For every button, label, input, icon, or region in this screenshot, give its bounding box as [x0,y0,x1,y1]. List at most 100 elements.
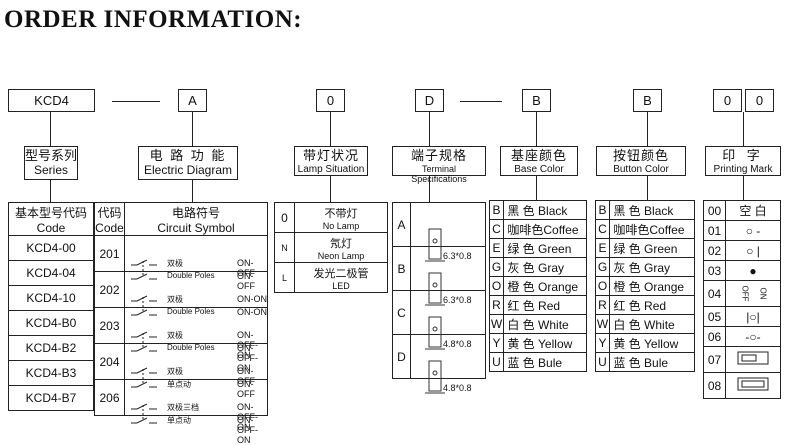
electric-header: 电 路 功 能 Electric Diagram [138,146,238,180]
color-code: Y [595,333,610,353]
connector-line [647,176,648,200]
series-item: KCD4-B2 [8,335,94,361]
color-row: 黑 色 Black [609,200,695,220]
switch-symbol-icon [131,331,157,351]
color-row: 咖啡色Coffee [503,219,587,239]
series-table: 基本型号代码 Code KCD4-00 KCD4-04 KCD4-10 KCD4… [8,202,94,411]
color-code: G [489,257,504,277]
color-row: 咖啡色Coffee [609,219,695,239]
terminal-spec: 4.8*0.8 [443,338,472,349]
terminal-header: 端子规格 Terminal Specifications [392,146,486,184]
electric-row: 双极 Double Poles ON-OFF ON-OFF [124,235,268,291]
connector-line [536,112,537,146]
print-mark: -○- [725,326,781,347]
terminal-drawing-icon [425,272,445,305]
lamp-code: N [274,232,295,263]
terminal-drawing-icon [425,360,445,393]
dash-connector [460,101,502,102]
terminal-code: A [392,202,411,247]
pole-label: Double Poles [167,270,215,280]
color-row: 白 色 White [609,314,695,334]
terminal-drawing-icon [425,316,445,349]
button-color-header: 按钮颜色 Button Color [596,146,686,176]
connector-line [536,176,537,200]
code-box-electric: A [178,89,207,112]
print-code: 07 [703,346,726,373]
code-box-series: KCD4 [8,89,95,112]
color-code: W [489,314,504,334]
connector-line [647,112,648,146]
electric-row: 双极三档 单点动 ON-OFF-ON ON-OFF-ON [124,379,268,445]
color-code: R [595,295,610,315]
color-code: C [489,219,504,239]
connector-line [330,112,331,146]
color-code: O [595,276,610,296]
code-box-print-a: 0 [713,89,742,112]
lamp-code: 0 [274,202,295,233]
color-code: Y [489,333,504,353]
terminal-row: 6.3*0.8 [410,202,486,261]
terminal-code: B [392,246,411,291]
terminal-drawing-icon [425,228,445,261]
color-code: E [595,238,610,258]
print-code: 01 [703,220,726,241]
pole-label: 双极 [167,258,183,268]
terminal-spec: 6.3*0.8 [443,250,472,261]
electric-code: 202 [94,271,125,308]
lamp-header: 带灯状况 Lamp Situation [294,146,368,176]
code-box-print-b: 0 [745,89,774,112]
print-mark [725,372,781,399]
func-label: ON-ON [237,293,267,304]
color-row: 灰 色 Gray [609,257,695,277]
print-code: 08 [703,372,726,399]
terminal-code: D [392,334,411,379]
terminal-code: C [392,290,411,335]
connector-line [50,180,51,202]
connector-line [330,176,331,202]
series-table-header: 基本型号代码 Code [8,202,94,236]
code-box-lamp: 0 [316,89,345,112]
color-code: W [595,314,610,334]
connector-line [192,180,193,202]
rocker-outline-icon [737,377,769,391]
connector-line [743,112,744,146]
func-label: ON-OFF [237,270,255,291]
print-mark: OFF ON [725,280,781,307]
code-box-base: B [522,89,551,112]
pole-label: Double Poles [167,342,215,352]
func-label: ON-OFF [237,378,255,399]
terminal-row: 4.8*0.8 [410,334,486,393]
color-row: 灰 色 Gray [503,257,587,277]
color-row: 橙 色 Orange [503,276,587,296]
series-item: KCD4-B7 [8,385,94,411]
func-label: ON-OFF [237,365,255,386]
color-row: 橙 色 Orange [609,276,695,296]
electric-code: 206 [94,379,125,416]
func-label: ON-OFF-ON [237,401,258,432]
base-color-header: 基座颜色 Base Color [500,146,578,176]
switch-symbol-icon [131,259,157,279]
pole-label: Double Poles [167,306,215,316]
color-code: U [489,352,504,372]
color-code: E [489,238,504,258]
switch-symbol-icon [131,403,157,423]
pole-label: 双极 [167,330,183,340]
pole-label: 单点动 [167,379,191,389]
connector-line [743,176,744,200]
terminal-spec: 6.3*0.8 [443,294,472,305]
pole-label: 双极 [167,294,183,304]
color-row: 红 色 Red [609,295,695,315]
series-item: KCD4-B3 [8,360,94,386]
terminal-row: 6.3*0.8 [410,246,486,305]
pole-label: 双极三档 [167,402,199,412]
func-label: ON-OFF-ON [237,414,258,445]
color-row: 绿 色 Green [503,238,587,258]
series-item: KCD4-04 [8,260,94,286]
print-code: 04 [703,280,726,307]
color-row: 黄 色 Yellow [609,333,695,353]
print-mark: 空 白 [725,200,781,221]
